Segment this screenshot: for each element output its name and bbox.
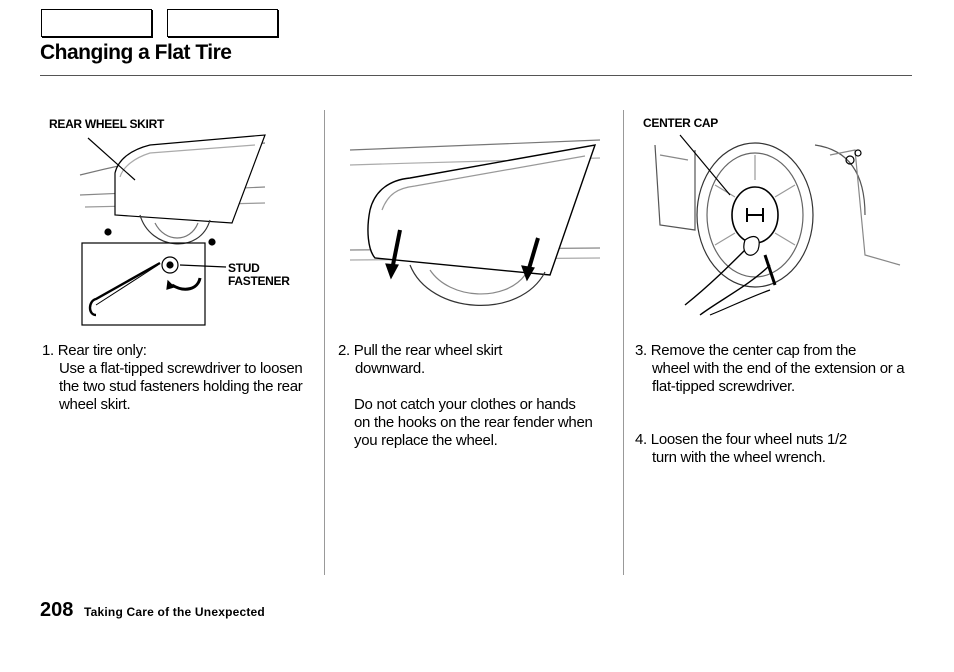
page-number: 208	[40, 599, 74, 621]
center-cap-label: CENTER CAP	[643, 116, 719, 130]
step-2-heading-cont: downward.	[355, 360, 425, 377]
column-divider-2	[623, 110, 624, 575]
step-3-heading: 3. Remove the center cap from the	[635, 342, 857, 359]
header-tab-box-1	[41, 9, 152, 37]
step-1-heading: 1. Rear tire only:	[42, 342, 147, 359]
step-4-body: turn with the wheel wrench.	[652, 449, 826, 466]
center-cap-removal-illustration	[654, 134, 901, 316]
stud-fastener-label: STUD FASTENER	[228, 262, 290, 288]
header-tab-box-2	[167, 9, 278, 37]
column-divider-1	[324, 110, 325, 575]
step-2-heading: 2. Pull the rear wheel skirt	[338, 342, 503, 359]
rear-wheel-skirt-label: REAR WHEEL SKIRT	[49, 117, 164, 131]
page-title: Changing a Flat Tire	[40, 41, 232, 64]
title-divider	[40, 75, 912, 76]
footer-section-title: Taking Care of the Unexpected	[84, 605, 265, 619]
rear-wheel-skirt-illustration	[79, 134, 266, 326]
stud-label-line2: FASTENER	[228, 274, 290, 288]
step-3-body: wheel with the end of the extension or a…	[652, 360, 905, 395]
step-2-note: Do not catch your clothes or hands on th…	[354, 396, 593, 449]
stud-label-line1: STUD	[228, 261, 260, 275]
step-1-body: Use a flat-tipped screwdriver to loosen …	[59, 360, 303, 413]
step-4-heading: 4. Loosen the four wheel nuts 1/2	[635, 431, 847, 448]
step-3-text: 3. Remove the center cap from the wheel …	[635, 342, 905, 396]
step-2-text: 2. Pull the rear wheel skirt downward.	[338, 342, 598, 378]
step-1-text: 1. Rear tire only: Use a flat-tipped scr…	[42, 342, 312, 414]
pull-skirt-downward-illustration	[349, 139, 601, 306]
step-4-text: 4. Loosen the four wheel nuts 1/2 turn w…	[635, 431, 905, 467]
